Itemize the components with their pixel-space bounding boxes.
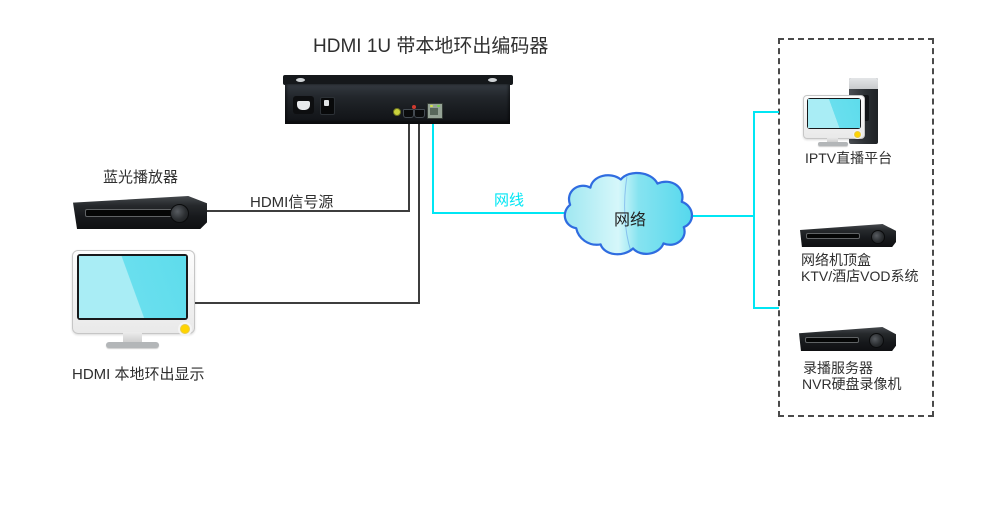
rack-screw-hole-right <box>488 78 497 82</box>
hdmi-loop-port <box>414 109 425 118</box>
stb-label-line1: 网络机顶盒 <box>801 252 871 268</box>
power-inlet <box>293 96 314 114</box>
encoder-rack-rail <box>283 75 513 85</box>
iptv-monitor-button <box>854 131 861 138</box>
iptv-monitor-base <box>818 142 848 146</box>
power-switch-nub <box>324 100 329 106</box>
ethernet-port-slot <box>430 108 438 115</box>
monitor-power-button <box>180 324 190 334</box>
ethernet-port <box>427 103 443 119</box>
cable-label: 网线 <box>494 192 525 209</box>
hdmi-in-port <box>403 109 414 118</box>
iptv-monitor-screen <box>808 99 860 128</box>
monitor-base <box>106 342 159 348</box>
local-monitor <box>72 250 195 334</box>
cloud-label: 网络 <box>613 212 646 229</box>
iptv-monitor-neck <box>827 137 838 142</box>
bluray-label: 蓝光播放器 <box>103 169 179 186</box>
nvr-label-line2: NVR硬盘录像机 <box>802 376 902 392</box>
stb-label-line2: KTV/酒店VOD系统 <box>801 268 919 284</box>
hdmi-loopout-cable-h <box>192 302 420 304</box>
stb-knob <box>871 230 885 244</box>
ethernet-branch-top <box>753 111 779 113</box>
hdmi-loopout-cable-v <box>418 122 420 304</box>
rack-screw-hole-left <box>296 78 305 82</box>
diagram-title: HDMI 1U 带本地环出编码器 <box>313 36 549 57</box>
destinations-group-box <box>778 38 934 417</box>
power-switch <box>320 97 335 115</box>
nvr-slot <box>805 337 859 343</box>
ethernet-cable-encoder-h <box>432 212 568 214</box>
monitor-neck <box>123 332 142 342</box>
hdmi-source-cable-h <box>206 210 410 212</box>
iptv-monitor <box>803 95 865 139</box>
hdmi-source-cable-v <box>408 122 410 212</box>
nvr-knob <box>869 333 884 348</box>
ethernet-trunk-v <box>753 111 755 309</box>
nvr-label-line1: 录播服务器 <box>803 360 873 376</box>
bluray-knob <box>170 204 189 223</box>
local-display-label: HDMI 本地环出显示 <box>72 366 205 383</box>
status-led <box>412 105 416 109</box>
monitor-screen <box>79 256 186 318</box>
encoder-device <box>285 84 510 124</box>
ethernet-led-left <box>430 105 433 107</box>
ethernet-cable-encoder-v <box>432 116 434 214</box>
stb-slot <box>806 233 860 239</box>
ethernet-led-right <box>437 105 440 107</box>
tower-cap <box>849 78 878 89</box>
ethernet-branch-bottom <box>753 307 779 309</box>
hdmi-source-label: HDMI信号源 <box>250 194 334 211</box>
audio-port <box>393 108 401 116</box>
power-inlet-socket <box>297 101 310 110</box>
network-cloud-icon <box>563 171 694 256</box>
ethernet-cable-cloud-out <box>690 215 755 217</box>
bluray-disc-slot <box>85 209 177 217</box>
iptv-label: IPTV直播平台 <box>805 150 893 166</box>
